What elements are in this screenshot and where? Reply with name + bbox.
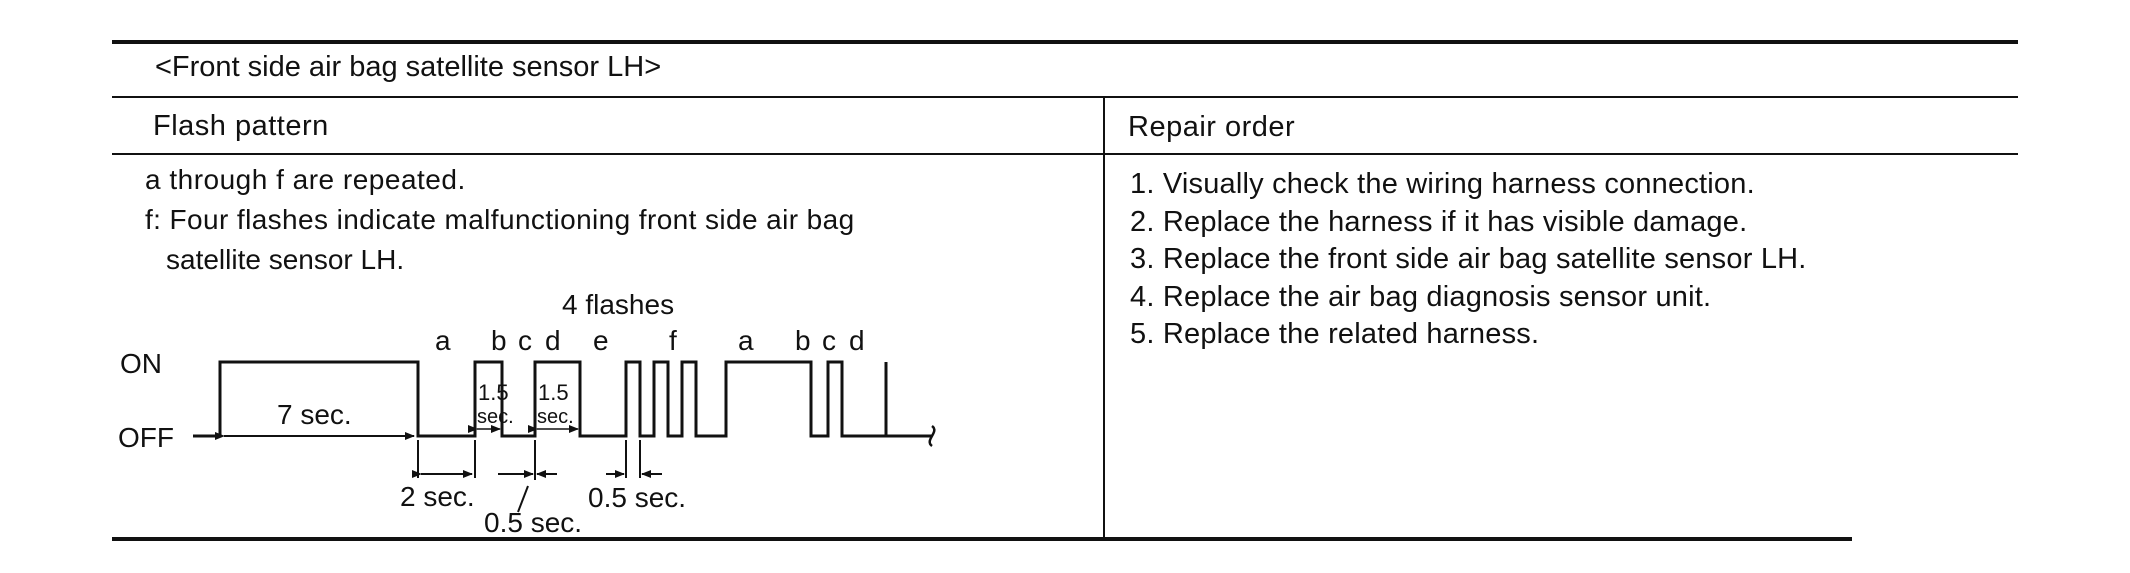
repair-steps-list: 1. Visually check the wiring harness con… (1130, 166, 1807, 354)
repair-step: 3. Replace the front side air bag satell… (1130, 243, 1807, 275)
segment-label-c2: c (822, 325, 836, 356)
repair-step: 5. Replace the related harness. (1130, 318, 1540, 350)
repair-order-header: Repair order (1128, 111, 1296, 143)
segment-label-d: d (545, 325, 561, 356)
segment-label-b2: b (795, 325, 811, 356)
on-label: ON (120, 348, 162, 379)
segment-label-a2: a (738, 325, 754, 356)
dim-2sec-label: 2 sec. (400, 481, 475, 512)
repeat-note: a through f are repeated. (145, 164, 466, 195)
repair-step: 1. Visually check the wiring harness con… (1130, 168, 1755, 200)
table-caption: <Front side air bag satellite sensor LH> (155, 51, 662, 83)
malfunction-note-cont: satellite sensor LH. (166, 244, 405, 275)
malfunction-note: f: Four flashes indicate malfunctioning … (145, 204, 855, 235)
segment-label-b: b (491, 325, 507, 356)
flash-c-duration: 1.5 (538, 380, 569, 405)
dim-gap-label: 0.5 sec. (484, 507, 582, 538)
segment-label-c: c (518, 325, 532, 356)
flashes-label: 4 flashes (562, 289, 674, 320)
header-rule (112, 153, 2018, 155)
segment-label-e: e (593, 325, 609, 356)
flash-b-duration-unit: sec. (477, 406, 514, 428)
repair-step: 4. Replace the air bag diagnosis sensor … (1130, 280, 1712, 313)
break-mark (928, 425, 936, 447)
segment-label-d2: d (849, 325, 865, 356)
dim-short-label: 0.5 sec. (588, 482, 686, 513)
table-top-rule (112, 40, 2018, 44)
column-divider (1103, 96, 1105, 539)
caption-rule (112, 96, 2018, 98)
flash-c-duration-unit: sec. (537, 406, 574, 428)
segment-label-f: f (669, 325, 677, 356)
flash-b-duration: 1.5 (478, 380, 509, 405)
flash-pattern-header: Flash pattern (153, 110, 329, 142)
table-bottom-rule (112, 537, 1852, 541)
segment-label-a: a (435, 325, 451, 356)
repair-step: 2. Replace the harness if it has visible… (1130, 205, 1748, 238)
dim-7sec-label: 7 sec. (277, 399, 352, 430)
dim-gap-leader (517, 485, 529, 513)
off-label: OFF (118, 422, 174, 453)
